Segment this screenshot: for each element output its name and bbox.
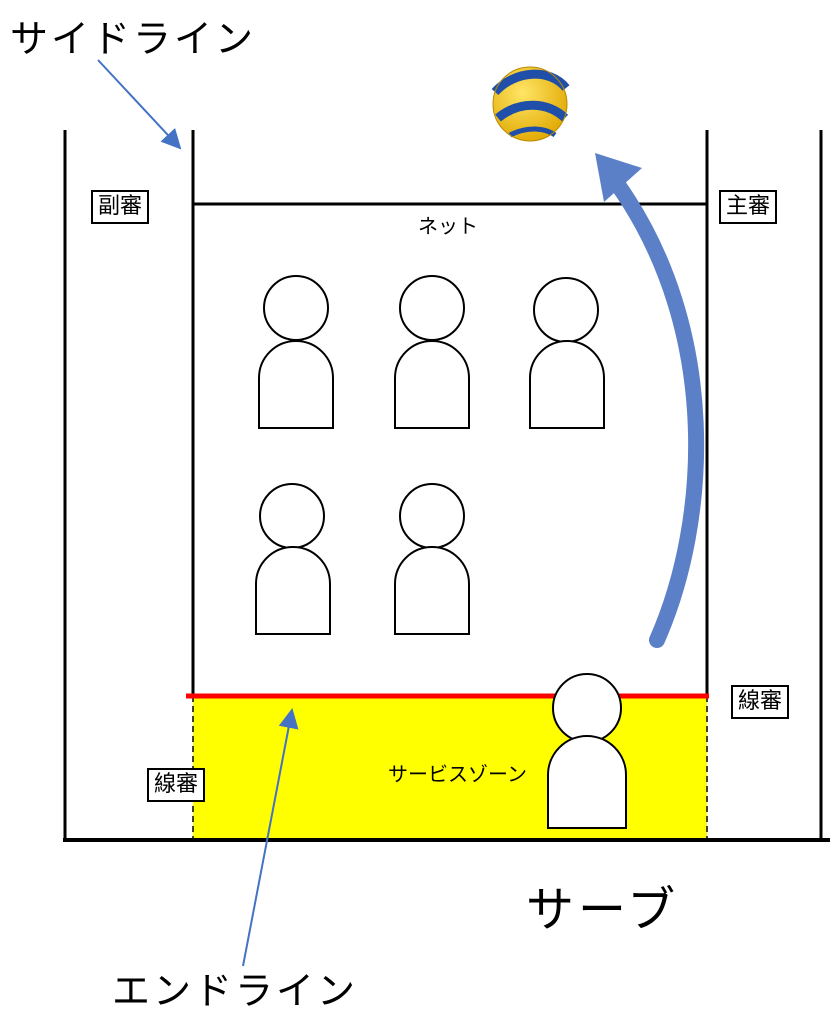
server-player-icon — [547, 673, 627, 829]
serve-trajectory-arrow — [595, 153, 705, 648]
sideline-pointer-arrow — [97, 59, 182, 150]
endline-pointer-arrow — [242, 708, 299, 967]
sideline-label: サイドライン — [10, 17, 257, 61]
player-icon — [255, 483, 331, 635]
second-referee-box: 副審 — [91, 190, 150, 224]
player-icon — [394, 483, 470, 635]
first-referee-box: 主審 — [719, 190, 778, 224]
player-icon — [529, 277, 605, 429]
service-zone-label: サービスゾーン — [388, 762, 527, 786]
player-icon — [394, 275, 470, 429]
player-icon — [258, 275, 334, 429]
line-judge-left-box: 線審 — [147, 768, 206, 802]
line-judge-right-box: 線審 — [731, 685, 790, 719]
volleyball-icon — [491, 66, 570, 142]
net-label: ネット — [418, 214, 478, 238]
endline-label: エンドライン — [112, 969, 359, 1013]
serve-label: サーブ — [526, 882, 680, 938]
